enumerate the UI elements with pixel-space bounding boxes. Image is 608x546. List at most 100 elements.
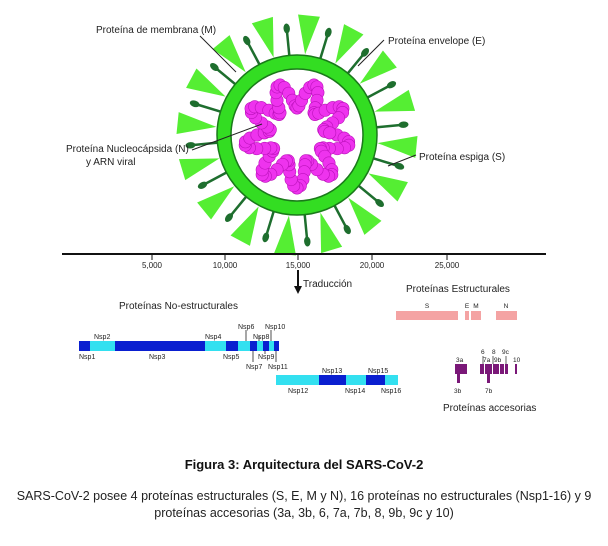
spike-protein <box>298 14 320 55</box>
accessory-10 <box>515 364 517 374</box>
nsp-label: Nsp14 <box>345 388 365 395</box>
accessory-label: 9b <box>494 357 502 364</box>
accessory-label: 6 <box>481 349 485 356</box>
accessory-title: Proteínas accesorias <box>443 403 536 414</box>
ruler-tick-label: 20,000 <box>360 261 385 270</box>
membrane-protein-head <box>361 48 370 57</box>
spike-protein <box>212 35 246 73</box>
accessory-label: 3b <box>454 388 462 395</box>
membrane-protein-stalk <box>247 42 262 67</box>
membrane-protein-stalk <box>374 123 401 129</box>
callout-line-membrane <box>199 35 237 73</box>
spike-protein <box>176 112 217 134</box>
nsp15-segment <box>366 375 385 385</box>
structural-label: S <box>425 303 430 310</box>
accessory-label: 3a <box>456 357 464 364</box>
structural-label: E <box>465 303 470 310</box>
translation-arrow <box>294 270 302 294</box>
membrane-protein-stalk <box>197 103 223 114</box>
membrane-protein-head <box>224 213 233 222</box>
label-envelope-protein: Proteína envelope (E) <box>388 36 485 47</box>
membrane-protein-head <box>398 121 409 128</box>
nsp-row-2 <box>276 375 398 385</box>
nsp16-segment <box>385 375 398 385</box>
accessory-label: 7b <box>485 388 493 395</box>
nsp-label: Nsp6 <box>238 324 254 331</box>
spike-protein <box>274 215 296 256</box>
accessory-label: 9c <box>502 349 510 356</box>
structural-proteins <box>396 311 517 320</box>
spike-protein <box>359 50 397 84</box>
figure-title: Figura 3: Arquitectura del SARS-CoV-2 <box>184 457 424 472</box>
callout-line-nucleocapsid <box>191 123 263 151</box>
nsp14-segment <box>346 375 366 385</box>
membrane-protein-head <box>386 81 397 89</box>
nsp1-segment <box>79 341 90 351</box>
ruler-tick-label: 25,000 <box>435 261 460 270</box>
membrane-protein-head <box>375 199 384 208</box>
nonstructural-title: Proteínas No-estructurales <box>119 301 238 312</box>
nsp6-segment <box>238 341 250 351</box>
membrane-protein-head <box>304 236 311 247</box>
membrane-protein-stalk <box>356 183 379 203</box>
membrane-protein-stalk <box>303 212 309 239</box>
accessory-9b <box>500 364 504 374</box>
structural-label: M <box>473 303 478 310</box>
nsp-label: Nsp16 <box>381 388 401 395</box>
membrane-protein-stalk <box>229 194 249 217</box>
spike-protein <box>374 89 416 112</box>
nucleocapsid-rna-beads <box>238 78 356 195</box>
spike-protein <box>178 158 220 181</box>
accessory-label: 8 <box>492 349 496 356</box>
nsp-label: Nsp11 <box>268 364 288 371</box>
nsp-label: Nsp2 <box>94 334 110 341</box>
nsp-label: Nsp13 <box>322 368 342 375</box>
membrane-protein-stalk <box>345 53 365 76</box>
membrane-protein-stalk <box>365 85 390 100</box>
accessory-9c <box>505 364 508 374</box>
membrane-proteins <box>185 23 409 247</box>
accessory-7a <box>485 364 492 374</box>
callout-line-envelope <box>357 39 385 67</box>
spike-protein <box>335 24 364 64</box>
nsp-label: Nsp15 <box>368 368 388 375</box>
spike-protein <box>348 197 382 235</box>
spike-protein <box>230 206 259 246</box>
membrane-protein-stalk <box>265 209 276 235</box>
nsp7-segment <box>250 341 257 351</box>
nsp-row-1 <box>79 341 279 351</box>
nsp-label: Nsp1 <box>79 354 95 361</box>
s-protein-segment <box>396 311 458 320</box>
nsp2-segment <box>90 341 115 351</box>
ruler-tick-label: 5,000 <box>142 261 163 270</box>
nsp8-segment <box>257 341 263 351</box>
membrane-protein-head <box>394 162 405 170</box>
membrane-protein-head <box>243 35 251 46</box>
nsp-label: Nsp4 <box>205 334 221 341</box>
label-spike-protein: Proteína espiga (S) <box>419 152 505 163</box>
membrane-protein-stalk <box>215 67 238 87</box>
virion-callout-lines <box>191 35 417 167</box>
spike-protein <box>368 173 408 202</box>
membrane-protein-stalk <box>193 141 220 147</box>
spike-protein <box>197 186 235 220</box>
membrane-protein-stalk <box>332 203 347 228</box>
membrane-protein-head <box>262 232 270 243</box>
nsp10-segment <box>269 341 274 351</box>
nsp13-segment <box>319 375 346 385</box>
membrane-protein-head <box>189 100 200 108</box>
spike-protein <box>186 68 226 97</box>
nsp-label: Nsp9 <box>258 354 274 361</box>
ruler-tick-label: 15,000 <box>286 261 311 270</box>
membrane-protein-head <box>210 62 219 71</box>
membrane-protein-head <box>324 27 332 38</box>
nsp-label: Nsp5 <box>223 354 239 361</box>
nsp11-segment <box>274 341 279 351</box>
membrane-protein-head <box>343 224 351 235</box>
m-protein-segment <box>471 311 481 320</box>
membrane-protein-head <box>197 181 208 189</box>
membrane-protein-head <box>283 23 290 34</box>
nsp12-segment <box>276 375 319 385</box>
nsp-label: Nsp7 <box>246 364 262 371</box>
